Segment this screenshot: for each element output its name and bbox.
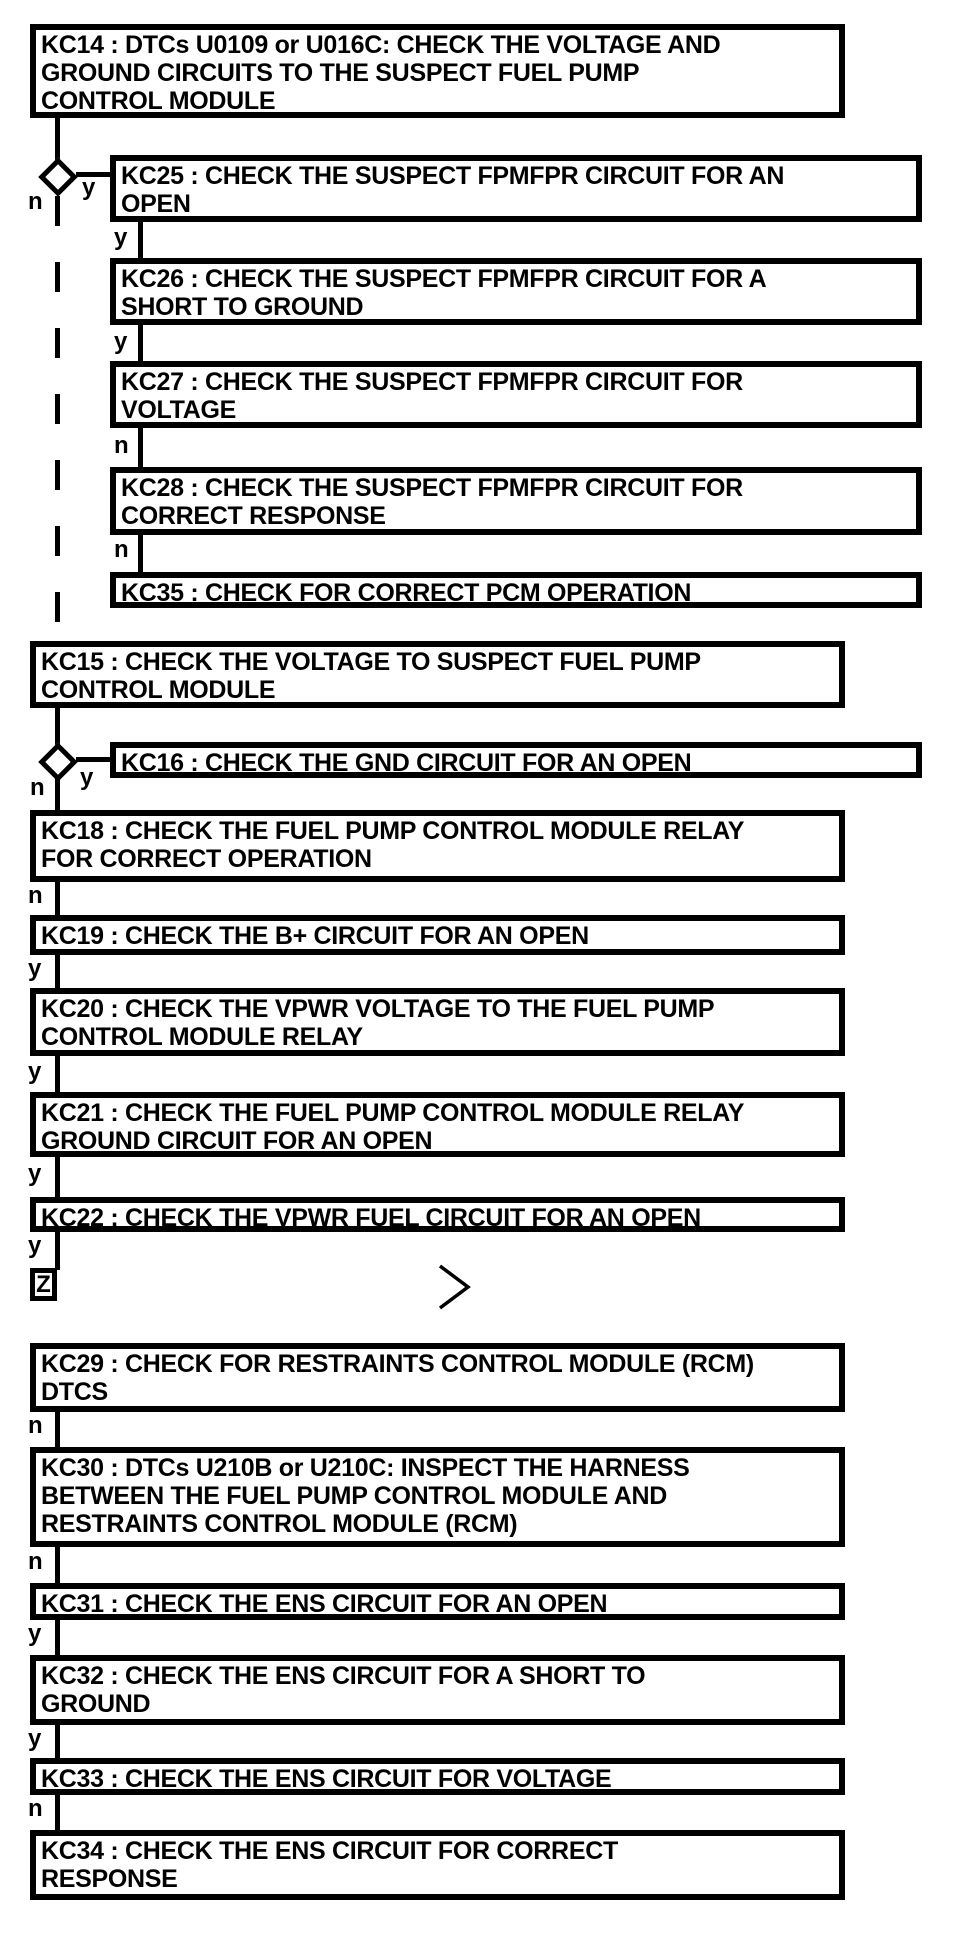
step-box-kc19: KC19 : CHECK THE B+ CIRCUIT FOR AN OPEN	[30, 915, 845, 955]
connector-kc33-kc34	[55, 1791, 60, 1834]
step-box-kc18: KC18 : CHECK THE FUEL PUMP CONTROL MODUL…	[30, 810, 845, 882]
connector-kc21-kc22	[55, 1153, 60, 1201]
edge-label-kc27-no: n	[114, 432, 129, 459]
step-box-kc30: KC30 : DTCs U210B or U210C: INSPECT THE …	[30, 1447, 845, 1547]
connector-kc29-kc30	[55, 1408, 60, 1451]
connector-kc26-kc27	[138, 321, 143, 365]
step-box-kc21: KC21 : CHECK THE FUEL PUMP CONTROL MODUL…	[30, 1092, 845, 1157]
step-box-kc31: KC31 : CHECK THE ENS CIRCUIT FOR AN OPEN	[30, 1583, 845, 1620]
connector-kc15-diamond2	[55, 706, 60, 751]
edge-label-kc25-yes: y	[114, 224, 128, 251]
edge-label-kc18-no: n	[28, 882, 43, 909]
step-box-kc25: KC25 : CHECK THE SUSPECT FPMFPR CIRCUIT …	[110, 155, 922, 222]
connector-kc20-kc21	[55, 1052, 60, 1096]
step-box-kc35: KC35 : CHECK FOR CORRECT PCM OPERATION	[110, 572, 922, 608]
edge-label-kc32-yes: y	[28, 1725, 42, 1752]
step-box-kc16: KC16 : CHECK THE GND CIRCUIT FOR AN OPEN	[110, 742, 922, 778]
step-box-kc22: KC22 : CHECK THE VPWR FUEL CIRCUIT FOR A…	[30, 1197, 845, 1232]
connector-kc25-kc26	[138, 218, 143, 262]
step-box-kc26: KC26 : CHECK THE SUSPECT FPMFPR CIRCUIT …	[110, 258, 922, 325]
connector-kc14-diamond1	[55, 114, 60, 166]
connector-kc22-z	[55, 1228, 60, 1270]
connector-kc30-kc31	[55, 1543, 60, 1587]
edge-label-diamond1-yes: y	[82, 174, 96, 201]
step-box-kc27: KC27 : CHECK THE SUSPECT FPMFPR CIRCUIT …	[110, 361, 922, 428]
edge-label-kc28-no: n	[114, 536, 129, 563]
chevron-right-icon	[438, 1264, 471, 1310]
edge-label-kc19-yes: y	[28, 955, 42, 982]
connector-kc18-kc19	[55, 878, 60, 918]
connector-kc19-kc20	[55, 952, 60, 992]
step-box-kc14: KC14 : DTCs U0109 or U016C: CHECK THE VO…	[30, 24, 845, 118]
connector-kc28-kc35	[138, 531, 143, 576]
edge-label-diamond2-yes: y	[80, 764, 94, 791]
edge-label-kc31-yes: y	[28, 1620, 42, 1647]
connector-kc27-kc28	[138, 424, 143, 471]
edge-label-kc30-no: n	[28, 1548, 43, 1575]
connector-diamond1-kc25	[76, 172, 112, 177]
step-box-kc34: KC34 : CHECK THE ENS CIRCUIT FOR CORRECT…	[30, 1830, 845, 1900]
step-box-kc15: KC15 : CHECK THE VOLTAGE TO SUSPECT FUEL…	[30, 641, 845, 708]
edge-label-kc20-yes: y	[28, 1058, 42, 1085]
edge-label-diamond2-no: n	[30, 774, 45, 801]
connector-kc31-kc32	[55, 1616, 60, 1659]
edge-label-kc22-yes: y	[28, 1232, 42, 1259]
offpage-connector-z: Z	[30, 1268, 57, 1301]
connector-kc32-kc33	[55, 1721, 60, 1762]
edge-label-diamond1-no: n	[28, 188, 43, 215]
connector-diamond2-kc18	[55, 778, 60, 814]
step-box-kc29: KC29 : CHECK FOR RESTRAINTS CONTROL MODU…	[30, 1343, 845, 1412]
connector-diamond2-kc16	[76, 757, 112, 762]
edge-label-kc26-yes: y	[114, 328, 128, 355]
edge-label-kc21-yes: y	[28, 1160, 42, 1187]
step-box-kc33: KC33 : CHECK THE ENS CIRCUIT FOR VOLTAGE	[30, 1758, 845, 1795]
edge-label-kc33-no: n	[28, 1795, 43, 1822]
decision-diamond-1	[38, 157, 78, 197]
step-box-kc32: KC32 : CHECK THE ENS CIRCUIT FOR A SHORT…	[30, 1655, 845, 1725]
connector-diamond1-kc15-dashed	[55, 196, 60, 642]
step-box-kc20: KC20 : CHECK THE VPWR VOLTAGE TO THE FUE…	[30, 988, 845, 1056]
edge-label-kc29-no: n	[28, 1412, 43, 1439]
step-box-kc28: KC28 : CHECK THE SUSPECT FPMFPR CIRCUIT …	[110, 467, 922, 535]
